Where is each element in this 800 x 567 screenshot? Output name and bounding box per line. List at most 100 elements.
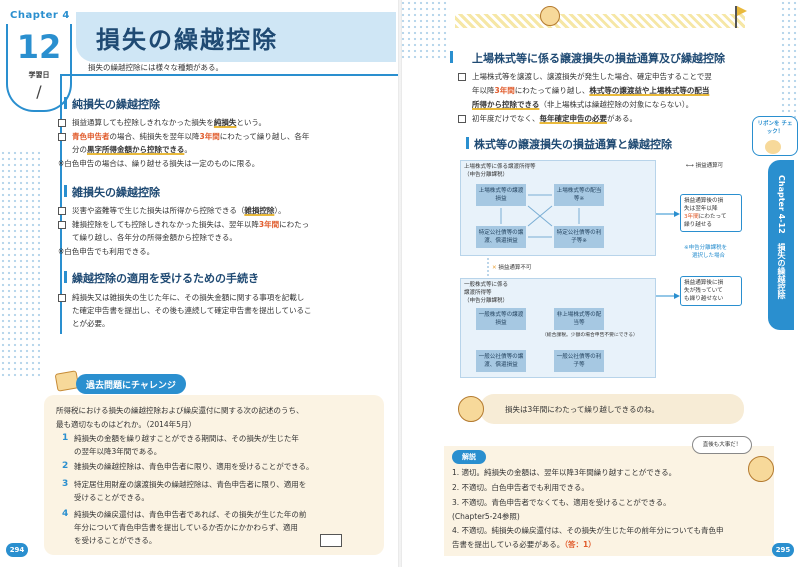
note: 選択した場合 (692, 253, 726, 259)
checkbox[interactable] (458, 73, 466, 81)
decorative-band (455, 14, 745, 28)
speech-bubble: 直後も大事だ！ (692, 436, 752, 454)
note: ※白色申告でも利用できる。 (58, 247, 155, 256)
option-text: 年分について青色申告書を提出しているか否かにかかわらず、適用 (74, 523, 298, 532)
option-text: 特定居住用財産の譲渡損失の繰越控除は、青色申告者に限り、適用を (74, 480, 307, 489)
text-line: 年以降3年間にわたって繰り越し、株式等の譲渡益や上場株式等の配当 (472, 86, 710, 95)
section-marker (466, 137, 469, 149)
section-title-net-loss: 純損失の繰越控除 (72, 98, 160, 111)
section-marker (450, 51, 453, 63)
explanation-line: 4. 不適切。純損失の繰戻還付は、その損失が生じた年の前年分についても青色申 (452, 526, 724, 535)
explanation-line: (Chapter5-24参照) (452, 512, 520, 521)
side-tab-chapter: Chapter 4-12 (777, 175, 786, 234)
chapter-side-tab (768, 160, 794, 330)
diagram-box: 特定公社債等の利子等※ (554, 226, 604, 248)
legend-label: ⟷ 損益通算可 (686, 163, 724, 169)
dot-pattern-right (780, 0, 800, 120)
dot-pattern-top (400, 0, 450, 60)
loss-offset-diagram: ⟷ 損益通算可 上場株式等に係る譲渡所得等 （申告分離課税） 上場株式等の譲渡損… (458, 156, 758, 386)
diagram-box: 上場株式等の配当等※ (554, 184, 604, 206)
checkbox[interactable] (458, 115, 466, 123)
option-number: 2 (62, 461, 69, 471)
past-exam-box (44, 395, 384, 555)
divider-line (60, 74, 398, 76)
option-text: を受けることができる。 (74, 536, 157, 545)
section-marker (64, 185, 67, 197)
goal-flag-icon (737, 6, 747, 16)
option-text: 純損失の繰戻還付は、青色申告者であれば、その損失が生じた年の前 (74, 510, 307, 519)
page-number-right: 295 (772, 543, 794, 557)
explanation-line: 告書を提出している必要がある。（答：1） (452, 540, 596, 549)
study-date-label: 学習日 (28, 71, 50, 79)
explanation-line: 3. 不適切。青色申告者でなくても、適用を受けることができる。 (452, 498, 671, 507)
option-text: の翌年以降3年間である。 (74, 447, 162, 456)
page-subtitle: 損失の繰越控除には様々な種類がある。 (88, 63, 223, 72)
dot-pattern-left (0, 150, 40, 380)
note: ※申告分離課税を (684, 245, 728, 251)
checkbox[interactable] (58, 119, 66, 127)
option-text: 純損失の金額を繰り越すことができる期間は、その損失が生じた年 (74, 434, 299, 443)
checkbox[interactable] (58, 294, 66, 302)
diagram-box: 一般公社債等の利子等 (554, 350, 604, 372)
text-line: 所得から控除できる（非上場株式は繰越控除の対象にならない）。 (472, 100, 694, 109)
explanation-line: 1. 適切。純損失の金額は、翌年以降3年間繰り越すことができる。 (452, 468, 677, 477)
ribbon-mascot-icon (765, 140, 781, 154)
section-title-procedure: 繰越控除の適用を受けるための手続き (72, 272, 259, 285)
text-line: た確定申告書を提出し、その後も連続して確定申告書を提出しているこ (72, 306, 312, 315)
result-no-carry: 損益通算後に損失が残っていても繰り越せない (680, 276, 742, 306)
study-date-slash: / (36, 82, 42, 101)
chapter-number: 12 (16, 28, 62, 66)
question-text: 最も適切なものはどれか。（2014年5月） (56, 420, 196, 429)
text-line: 雑損控除をしても控除しきれなかった損失は、翌年以降3年間にわたっ (72, 220, 310, 229)
explanation-header: 解説 (452, 450, 486, 464)
section-marker (64, 271, 67, 283)
not-allowed-label: ✕ 損益通算不可 (492, 265, 532, 271)
group-title: 譲渡所得等 (464, 290, 492, 296)
vertical-rule (60, 74, 62, 334)
goal-flag-pole (735, 6, 737, 28)
mascot-girl-icon (458, 396, 484, 422)
mascot-boy-icon (748, 456, 774, 482)
option-text: 雑損失の繰越控除は、青色申告者に限り、適用を受けることができる。 (74, 462, 314, 471)
option-number: 4 (62, 509, 69, 519)
explanation-box (444, 446, 774, 556)
past-exam-header (76, 374, 186, 394)
book-gutter (398, 0, 402, 567)
note: （総合課税。少額の場合申告不要にできる） (542, 333, 638, 338)
diagram-box: 一般公社債等の譲渡、償還損益 (476, 350, 526, 372)
diagram-box: 非上場株式等の配当等 (554, 308, 604, 330)
option-number: 3 (62, 479, 69, 489)
character-note-box (480, 394, 744, 424)
diagram-box: 一般株式等の譲渡損益 (476, 308, 526, 330)
text-line: とが必要。 (72, 319, 110, 328)
character-note: 損失は3年間にわたって繰り越しできるのね。 (505, 405, 660, 414)
ribbon-check-label: リボンを チェック！ (757, 121, 793, 135)
page-number-left: 294 (6, 543, 28, 557)
group-title: 一般株式等に係る (464, 282, 509, 288)
text-line: 純損失又は雑損失の生じた年に、その損失金額に関する事項を記載し (72, 293, 305, 302)
section-marker (64, 97, 67, 109)
question-text: 所得税における損失の繰越控除および繰戻還付に関する次の記述のうち、 (56, 406, 304, 415)
checkbox[interactable] (58, 207, 66, 215)
group-subtitle: （申告分離課税） (464, 298, 509, 304)
text-line: 初年度だけでなく、毎年確定申告の必要がある。 (472, 114, 637, 123)
text-line: 上場株式等を譲渡し、譲渡損失が発生した場合、確定申告することで翌 (472, 72, 712, 81)
text-line: 損益通算しても控除しきれなかった損失を純損失という。 (72, 118, 266, 127)
checkbox[interactable] (58, 221, 66, 229)
title-background (76, 12, 396, 62)
text-line: 青色申告者の場合、純損失を翌年以降3年間にわたって繰り越し、各年 (72, 132, 310, 141)
text-line: 分の黒字所得金額から控除できる。 (72, 145, 192, 154)
diagram-box: 上場株式等の譲渡損益 (476, 184, 526, 206)
answer-blank[interactable] (320, 534, 342, 547)
group-title: 上場株式等に係る譲渡所得等 (464, 164, 536, 170)
chapter-label: Chapter 4 (10, 10, 70, 21)
section-title-listed-stocks: 上場株式等に係る譲渡損失の損益通算及び繰越控除 (472, 52, 725, 65)
note: ※白色申告の場合は、繰り越せる損失は一定のものに限る。 (58, 159, 260, 168)
diagram-arrows (487, 194, 680, 299)
option-text: 受けることができる。 (74, 493, 149, 502)
checkbox[interactable] (58, 133, 66, 141)
section-title-casualty-loss: 雑損失の繰越控除 (72, 186, 160, 199)
diagram-box: 特定公社債等の譲渡、償還損益 (476, 226, 526, 248)
explanation-line: 2. 不適切。白色申告者でも利用できる。 (452, 483, 589, 492)
